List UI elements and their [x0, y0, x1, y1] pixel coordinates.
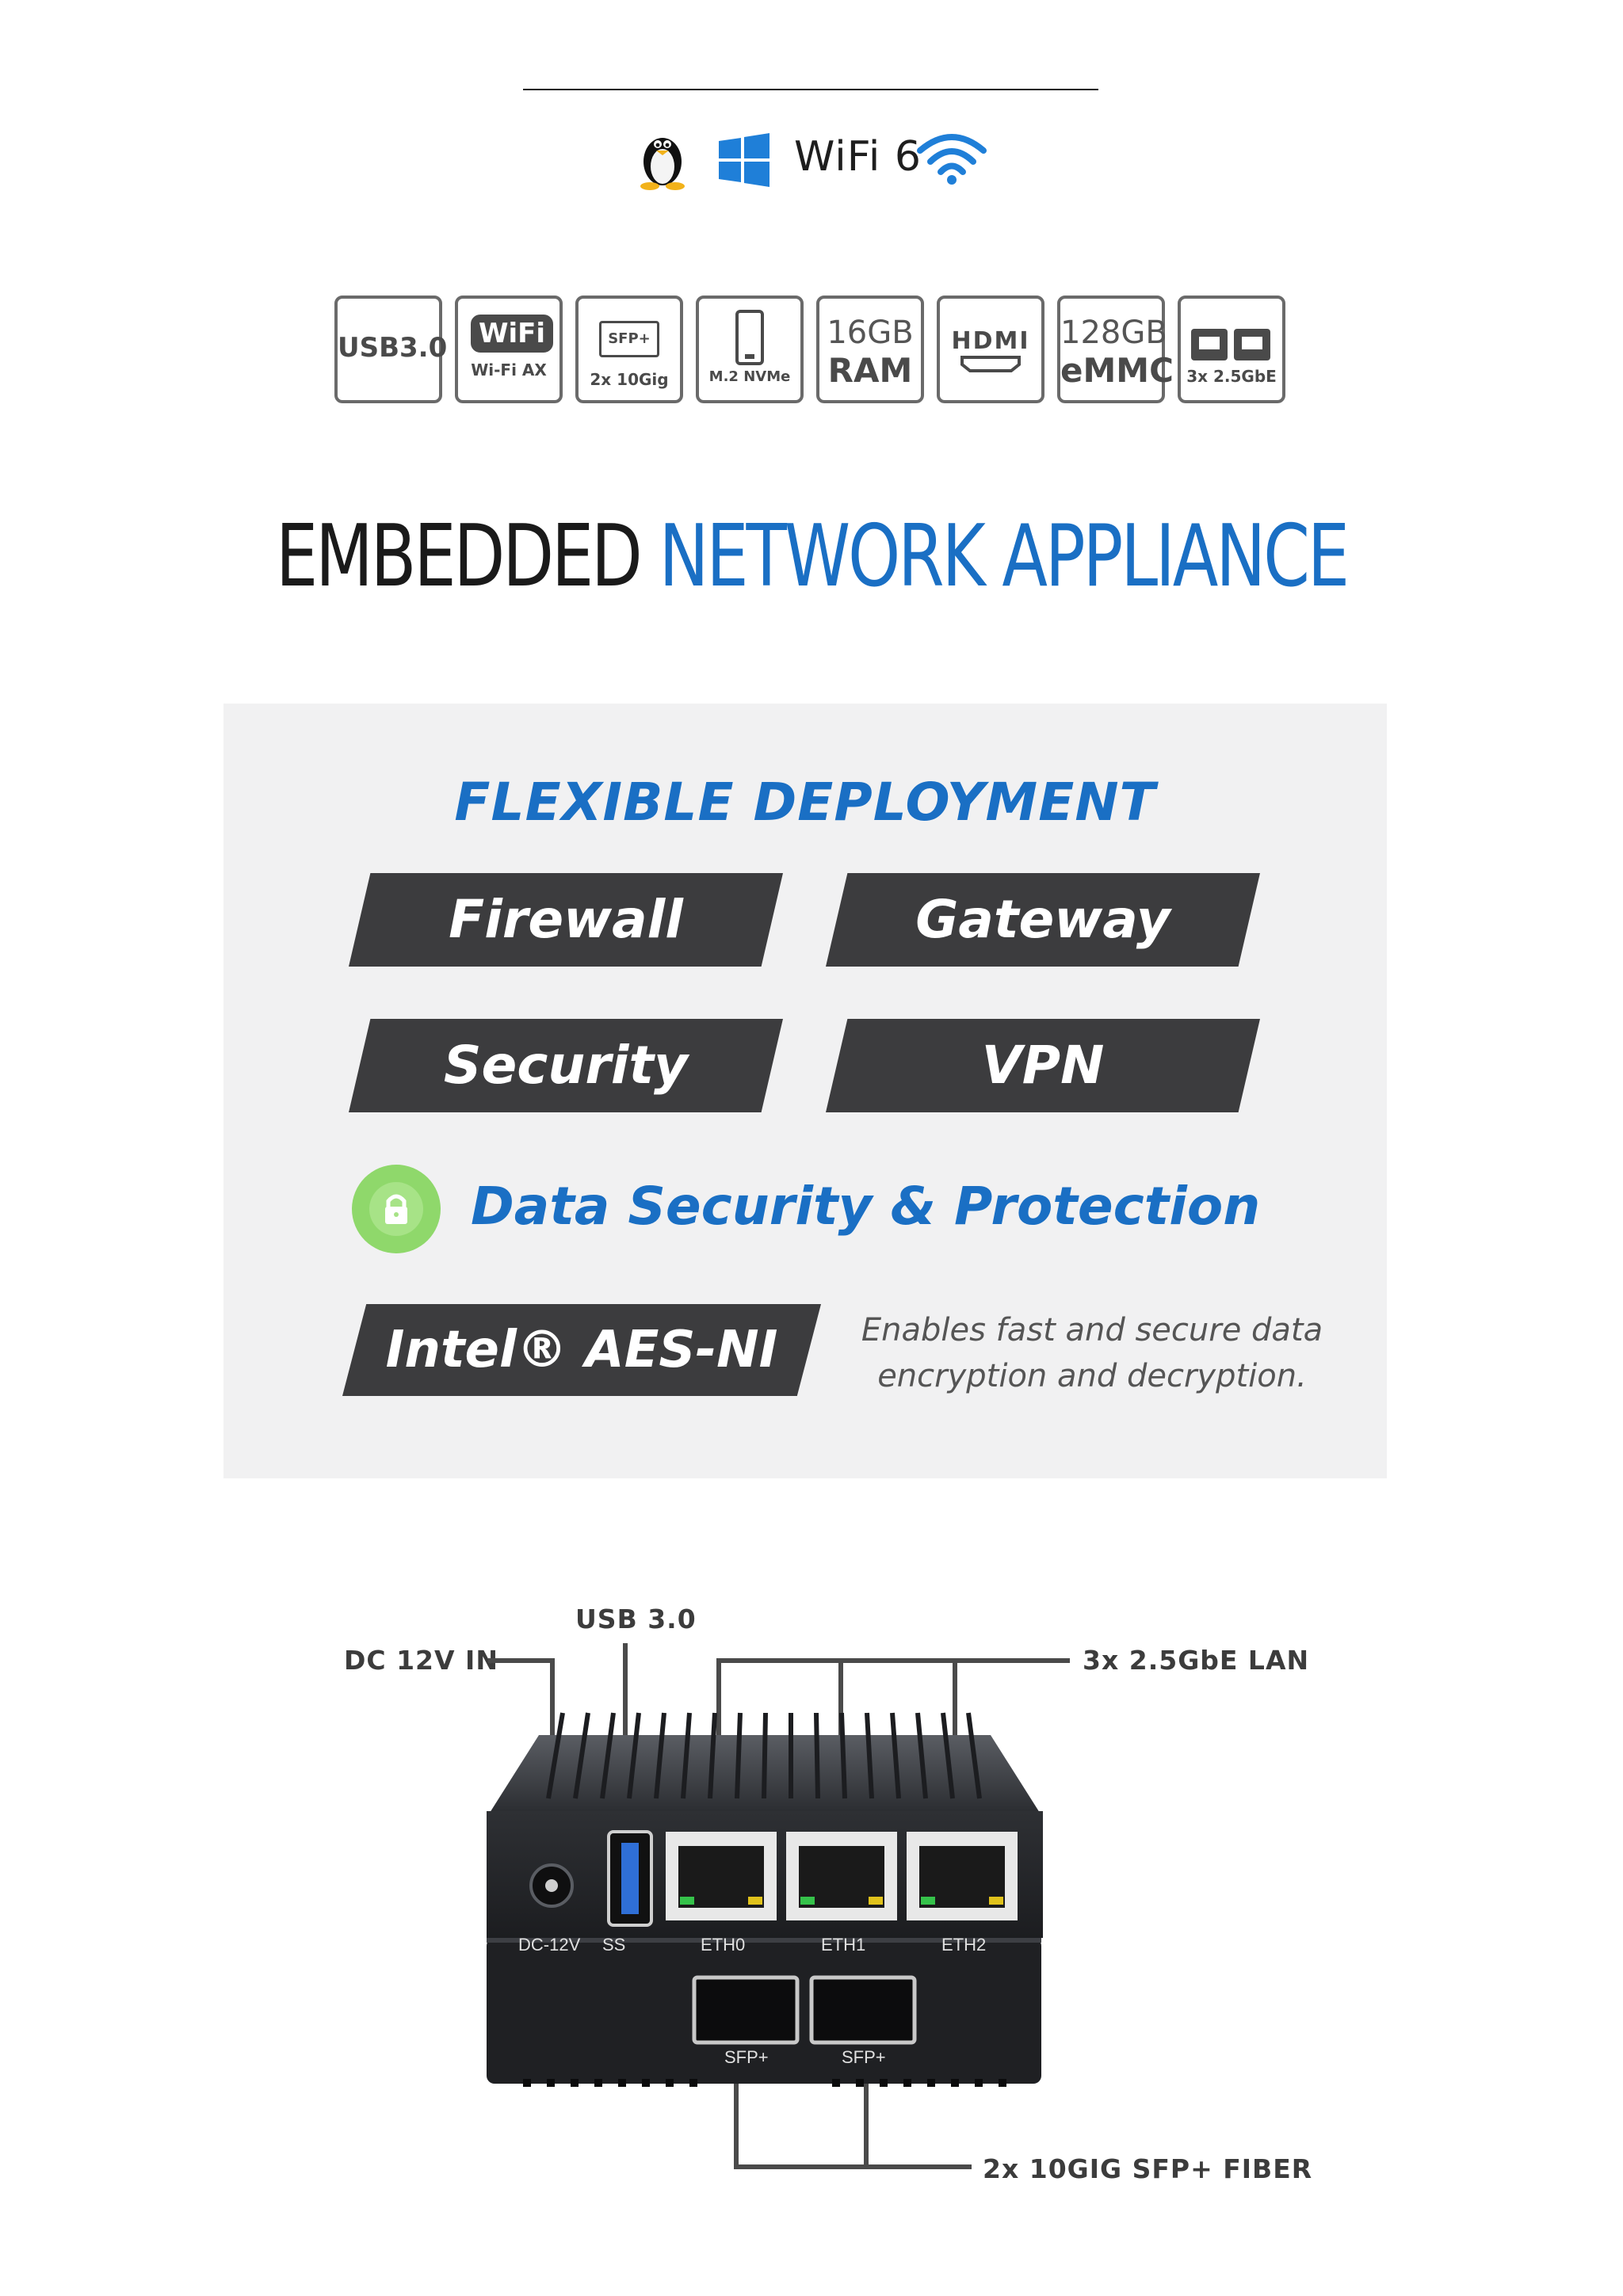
option-gateway: Gateway: [826, 873, 1260, 967]
badge-ram: 16GB RAM: [816, 296, 924, 403]
badge-sfp: SFP+ 2x 10Gig: [575, 296, 683, 403]
leader-dc-h: [488, 1658, 555, 1663]
port-label-sfp2: SFP+: [842, 2047, 886, 2067]
headline-part2: NETWORK APPLIANCE: [659, 507, 1350, 606]
hdmi-port-icon: [960, 356, 1021, 372]
port-label-eth0: ETH0: [701, 1935, 745, 1955]
option-firewall: Firewall: [349, 873, 783, 967]
headline-part1: EMBEDDED: [276, 507, 643, 606]
badge-emmc-size: 128GB: [1060, 315, 1167, 351]
os-support-row: WiFi 6: [0, 127, 1623, 190]
port-label-dc: DC-12V: [518, 1935, 581, 1955]
badge-ethernet-text: 3x 2.5GbE: [1186, 367, 1277, 386]
callout-sfp: 2x 10GIG SFP+ FIBER: [983, 2153, 1313, 2184]
option-vpn: VPN: [826, 1019, 1260, 1112]
deployment-panel: FLEXIBLE DEPLOYMENT Firewall Gateway Sec…: [223, 704, 1387, 1478]
nvme-drive-icon: [735, 310, 764, 365]
badge-usb3-text: USB3.0: [338, 332, 448, 364]
callout-dc: DC 12V IN: [344, 1645, 498, 1676]
badge-ethernet: 3x 2.5GbE: [1178, 296, 1285, 403]
leader-sfp-v2: [864, 2028, 869, 2169]
deployment-title: FLEXIBLE DEPLOYMENT: [454, 772, 1156, 833]
badge-usb3: USB3.0: [334, 296, 448, 403]
top-divider: [523, 89, 1098, 90]
wifi6-label: WiFi 6: [794, 133, 922, 181]
aes-ni-badge: Intel® AES-NI: [342, 1304, 821, 1396]
wifi-icon: [917, 134, 987, 185]
badge-hdmi-text: HDMI: [951, 327, 1030, 355]
badge-nvme-text: M.2 NVMe: [708, 368, 791, 385]
page-headline: EMBEDDED NETWORK APPLIANCE: [178, 507, 1444, 606]
badge-wifi-text: Wi-Fi AX: [471, 360, 547, 379]
leader-sfp-v1: [734, 2028, 739, 2169]
badge-sfp-text: 2x 10Gig: [590, 370, 669, 389]
leader-sfp-h: [734, 2164, 972, 2169]
port-label-usb: SS: [602, 1935, 625, 1955]
callout-usb: USB 3.0: [575, 1604, 697, 1634]
lock-icon-inner: [369, 1182, 423, 1236]
badge-hdmi: HDMI: [937, 296, 1044, 403]
badge-emmc: 128GB eMMC: [1057, 296, 1174, 403]
data-security-heading: Data Security & Protection: [471, 1176, 1261, 1237]
option-security: Security: [349, 1019, 783, 1112]
aes-description-line1: Enables fast and secure data: [861, 1312, 1323, 1348]
callout-lan: 3x 2.5GbE LAN: [1083, 1645, 1310, 1676]
badge-ram-size: 16GB: [827, 315, 914, 351]
aes-description-line2: encryption and decryption.: [877, 1358, 1307, 1394]
leader-lan-h: [716, 1658, 1070, 1663]
badge-m2-nvme: M.2 NVMe: [696, 296, 804, 403]
linux-penguin-icon: [640, 138, 685, 190]
port-label-eth1: ETH1: [821, 1935, 865, 1955]
badge-wifi-logo: WiFi: [471, 315, 553, 353]
badge-wifi: WiFi Wi-Fi AX: [455, 296, 563, 403]
aes-ni-description: Enables fast and secure data encryption …: [838, 1307, 1346, 1399]
windows-icon: [719, 133, 769, 187]
network-appliance-device: DC-12V SS ETH0 ETH1 ETH2 SFP+ SFP+: [487, 1712, 1043, 2087]
badge-ram-label: RAM: [827, 351, 913, 390]
lock-icon: [352, 1165, 441, 1253]
badge-sfp-logo: SFP+: [599, 321, 659, 357]
ethernet-ports-icon: [1191, 329, 1270, 360]
port-label-sfp1: SFP+: [724, 2047, 769, 2067]
badge-emmc-label: eMMC: [1060, 351, 1174, 390]
port-label-eth2: ETH2: [941, 1935, 986, 1955]
padlock-glyph-icon: [385, 1194, 407, 1224]
